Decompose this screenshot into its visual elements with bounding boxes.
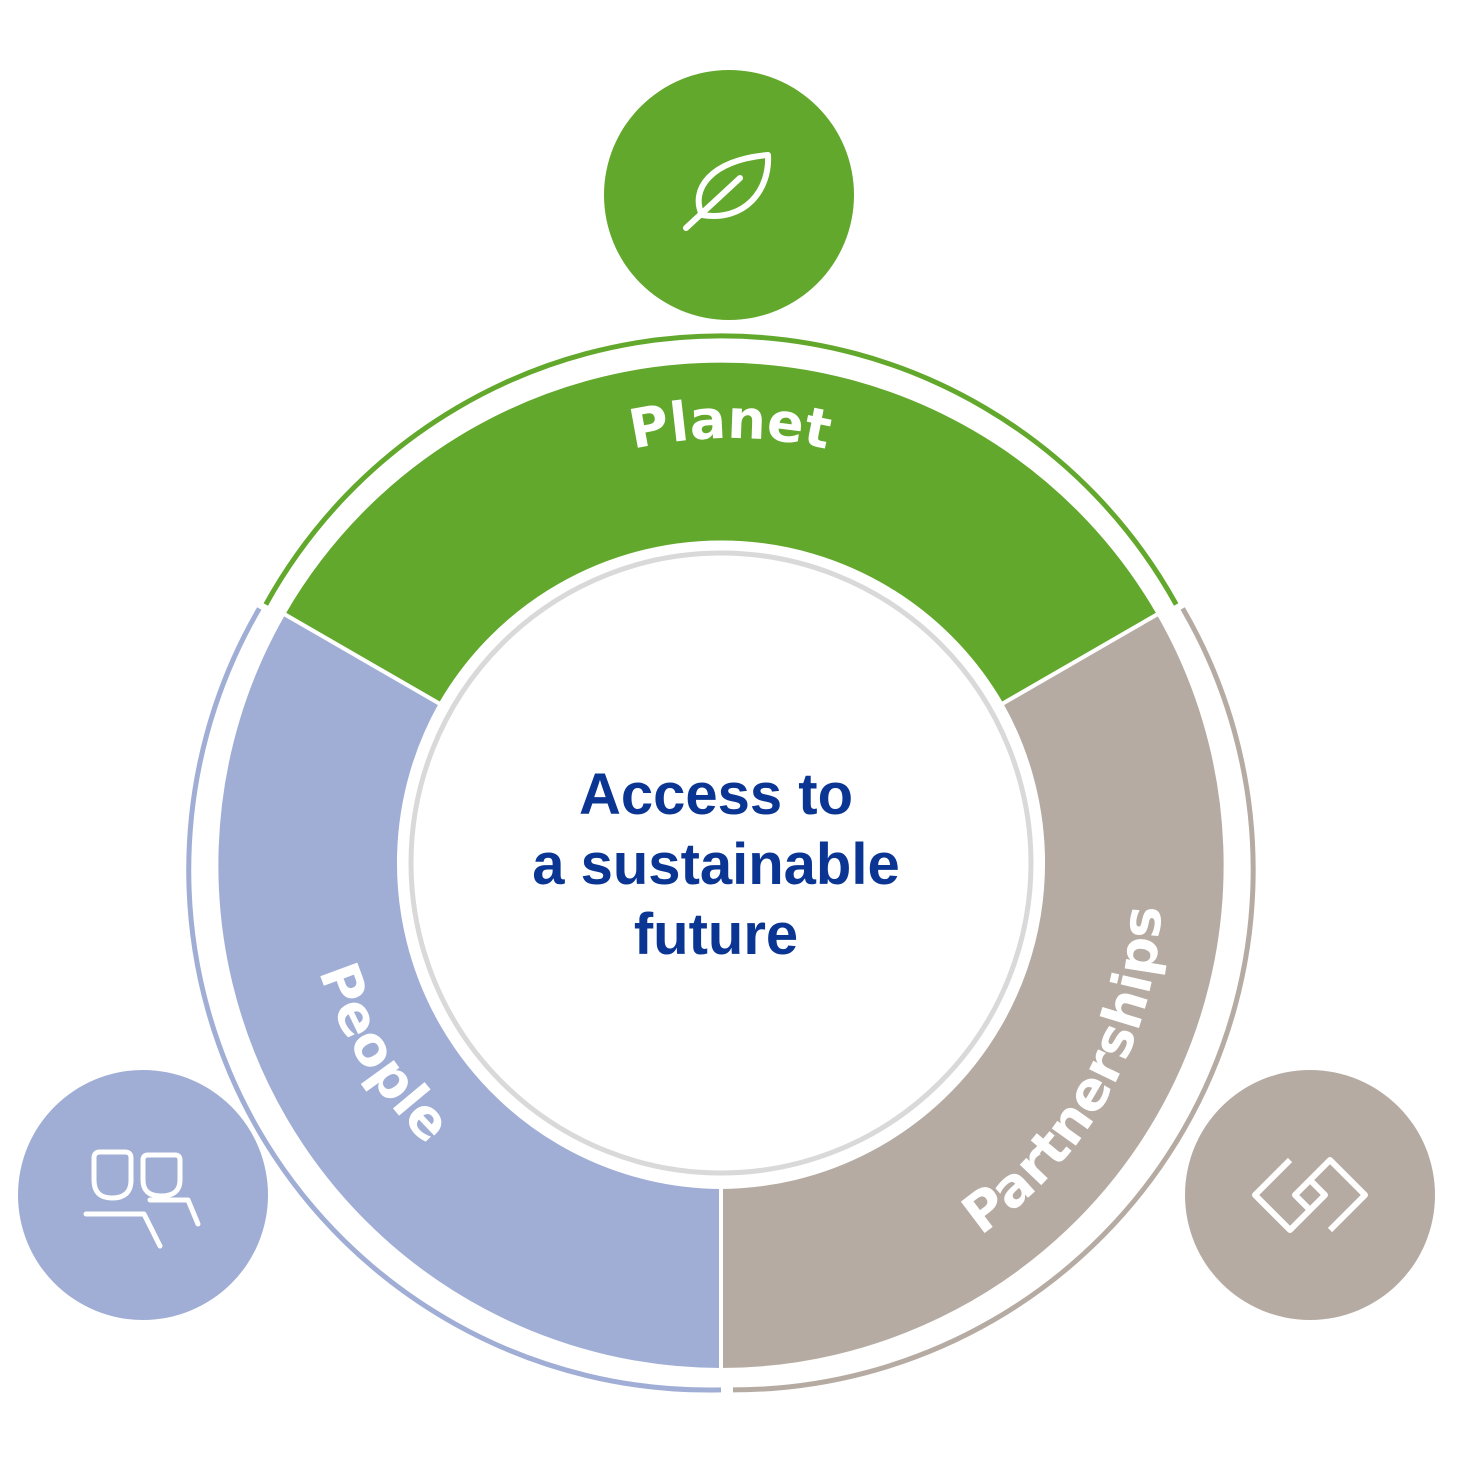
- planet-outline-arc: [263, 333, 1179, 606]
- center-title: Access to a sustainable future: [466, 760, 966, 970]
- planet-label: Planet: [624, 388, 837, 462]
- planet-badge[interactable]: [604, 70, 854, 320]
- people-outline-arc: [186, 607, 722, 1393]
- center-title-line-1: Access to: [578, 762, 854, 827]
- partnerships-badge[interactable]: [1185, 1070, 1435, 1320]
- leaf-icon: [683, 152, 772, 231]
- center-title-line-3: future: [633, 902, 799, 967]
- people-badge[interactable]: [18, 1070, 268, 1320]
- people-icon: [83, 1149, 201, 1249]
- people-segment[interactable]: [214, 610, 723, 1373]
- planet-segment[interactable]: [280, 358, 1162, 708]
- center-title-line-2: a sustainable: [532, 832, 900, 897]
- chain-link-icon: [1252, 1157, 1368, 1233]
- partnerships-outline-arc: [732, 607, 1256, 1393]
- partnerships-segment[interactable]: [719, 610, 1228, 1373]
- center-circle: [408, 550, 1034, 1176]
- planet-label-text: Planet: [624, 388, 837, 462]
